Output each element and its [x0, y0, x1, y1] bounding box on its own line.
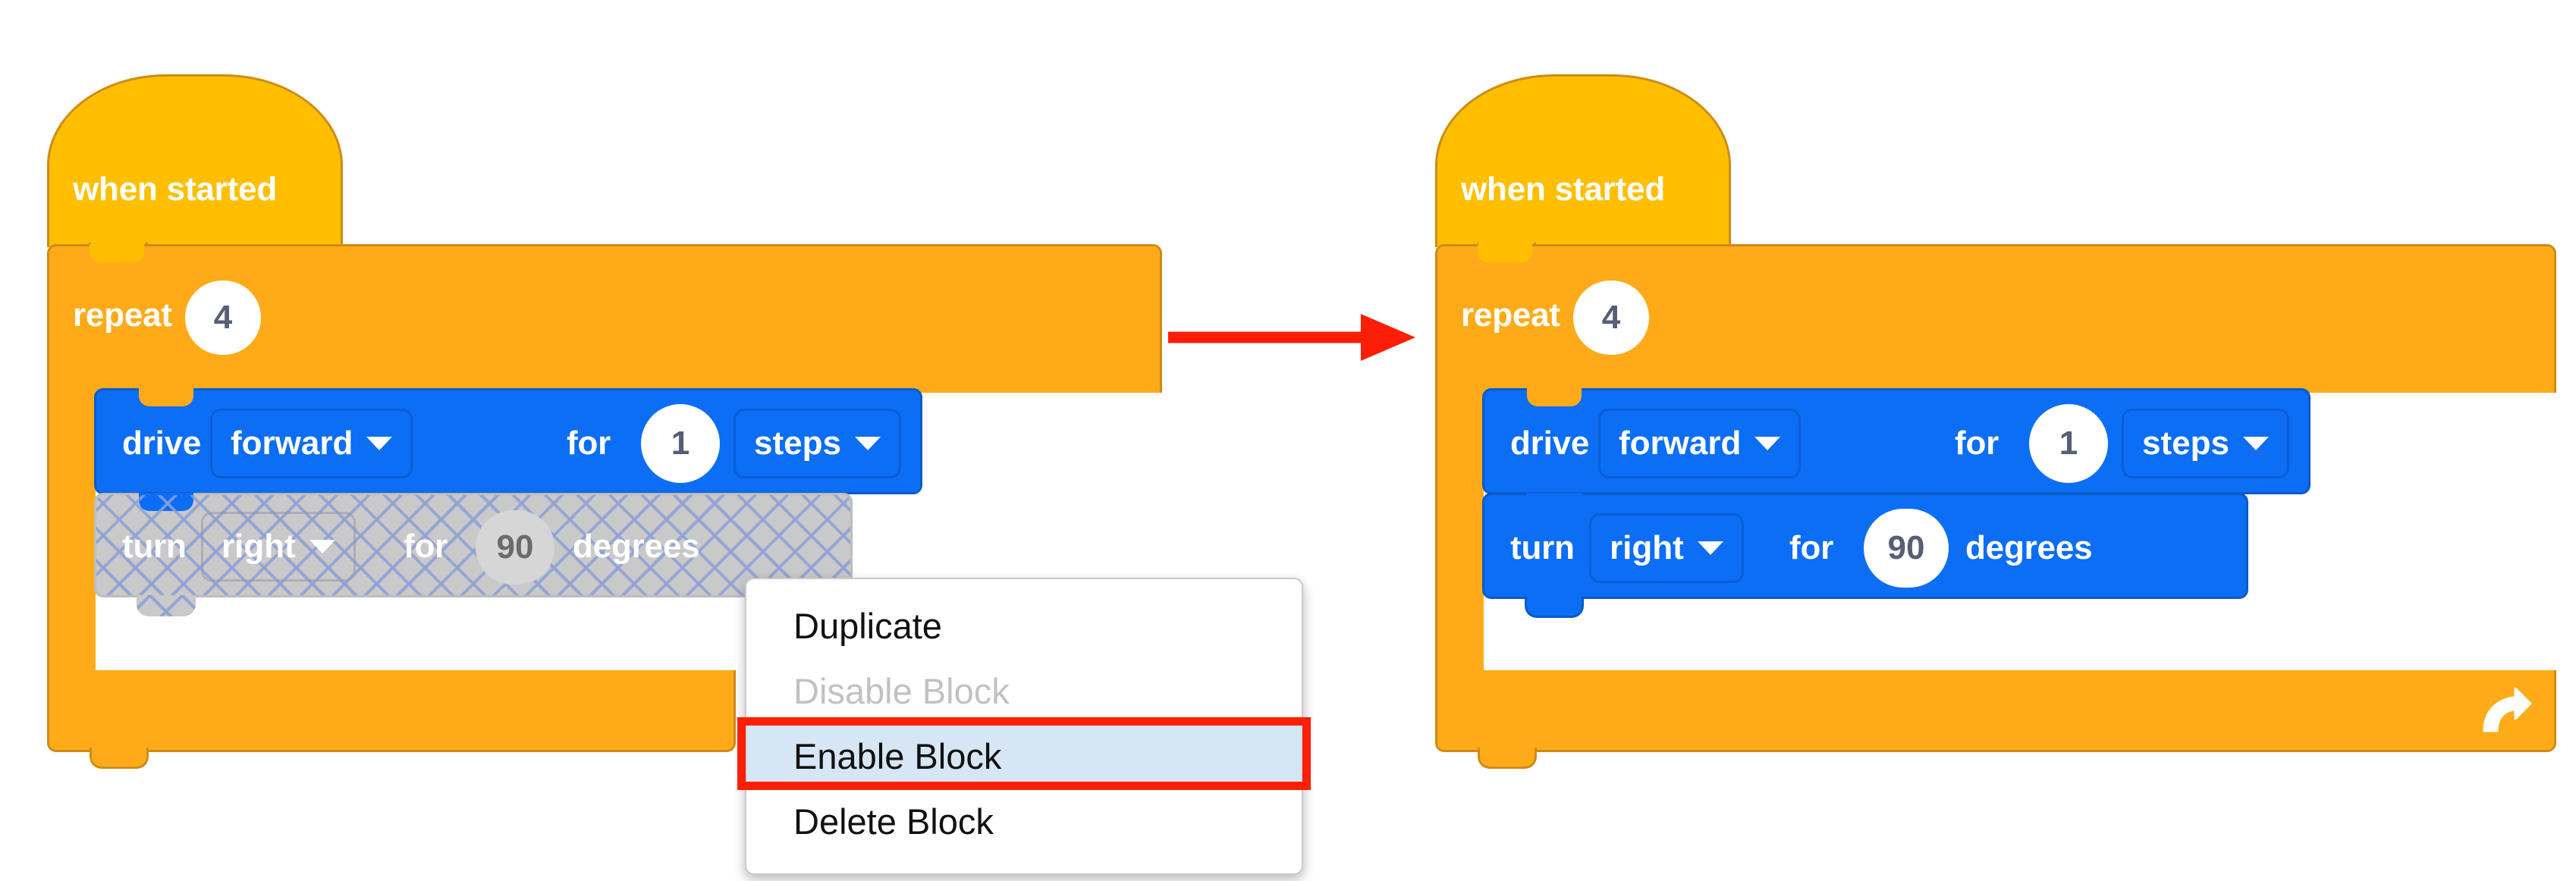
repeat-foot-bar [47, 670, 736, 752]
repeat-spine [47, 390, 96, 673]
drive-units-value: steps [754, 425, 841, 462]
chevron-down-icon [2242, 437, 2269, 450]
chevron-down-icon [1697, 541, 1723, 555]
block-context-menu[interactable]: Duplicate Disable Block Enable Block Del… [745, 578, 1303, 875]
context-menu-item-disable-block: Disable Block [793, 670, 1010, 711]
turn-degrees-label: degrees [1965, 529, 2093, 566]
turn-amount-field[interactable]: 90 [1864, 509, 1949, 588]
drive-block[interactable]: drive forward for 1 steps [94, 388, 922, 494]
after-stack: when started repeat 4 drive forward [1426, 0, 2576, 769]
turn-degrees-label: degrees [573, 528, 700, 565]
drive-top-notch [139, 388, 193, 406]
turn-direction-dropdown[interactable]: right [201, 512, 356, 582]
turn-top-notch [139, 493, 193, 511]
when-started-hat-block[interactable]: when started [1435, 74, 1731, 264]
drive-amount-field[interactable]: 1 [641, 404, 720, 483]
repeat-top-notch [1478, 244, 1532, 262]
drive-keyword-label: drive [122, 425, 202, 462]
turn-direction-value: right [221, 528, 296, 565]
turn-bottom-nub [137, 595, 196, 616]
turn-direction-dropdown[interactable]: right [1589, 513, 1744, 583]
drive-amount-field[interactable]: 1 [2029, 404, 2108, 483]
chevron-down-icon [309, 540, 335, 553]
drive-direction-value: forward [231, 425, 353, 462]
chevron-down-icon [854, 437, 881, 450]
drive-units-dropdown[interactable]: steps [2122, 409, 2289, 478]
drive-for-label: for [567, 425, 611, 462]
repeat-c-block[interactable]: repeat 4 [47, 244, 1162, 769]
turn-block[interactable]: turn right for 90 degrees [1482, 493, 2248, 618]
turn-amount-field[interactable]: 90 [476, 510, 554, 585]
repeat-label: repeat [1461, 296, 1560, 334]
when-started-hat-block[interactable]: when started [47, 74, 343, 264]
turn-for-label: for [404, 528, 448, 565]
turn-keyword-label: turn [1510, 529, 1575, 566]
context-menu-item-duplicate[interactable]: Duplicate [793, 605, 942, 646]
drive-units-value: steps [2142, 425, 2229, 462]
drive-direction-dropdown[interactable]: forward [210, 409, 413, 478]
hat-body [1435, 163, 1731, 247]
repeat-count-field[interactable]: 4 [1573, 281, 1649, 355]
turn-block-disabled[interactable]: turn right for 90 degrees [94, 493, 853, 616]
turn-top-notch [1527, 493, 1582, 511]
turn-keyword-label: turn [122, 528, 187, 565]
transition-arrow [1168, 314, 1415, 361]
turn-bottom-nub [1525, 597, 1584, 618]
drive-direction-value: forward [1619, 425, 1742, 462]
drive-top-notch [1527, 388, 1582, 406]
turn-direction-value: right [1610, 529, 1684, 566]
hat-dome [47, 74, 343, 165]
repeat-label: repeat [73, 296, 172, 334]
drive-direction-dropdown[interactable]: forward [1598, 409, 1802, 478]
repeat-count-field[interactable]: 4 [185, 281, 261, 355]
drive-for-label: for [1955, 425, 2000, 462]
drive-block[interactable]: drive forward for 1 steps [1482, 388, 2311, 494]
repeat-foot-bar [1435, 670, 2556, 752]
repeat-top-notch [90, 244, 144, 262]
when-started-label: when started [73, 171, 277, 208]
drive-keyword-label: drive [1510, 425, 1590, 462]
repeat-bottom-nub [1478, 748, 1537, 769]
hat-dome [1435, 74, 1731, 165]
loop-arrow-icon [2483, 687, 2532, 732]
repeat-spine [1435, 390, 1484, 673]
context-menu-item-enable-block[interactable]: Enable Block [746, 723, 1302, 789]
hat-body [47, 163, 343, 247]
repeat-bottom-nub [90, 748, 149, 769]
turn-for-label: for [1789, 529, 1834, 566]
chevron-down-icon [1755, 437, 1781, 450]
when-started-label: when started [1461, 171, 1665, 208]
chevron-down-icon [366, 437, 393, 450]
repeat-c-block[interactable]: repeat 4 [1435, 244, 2556, 769]
drive-units-dropdown[interactable]: steps [734, 409, 901, 478]
context-menu-item-delete-block[interactable]: Delete Block [793, 801, 994, 842]
